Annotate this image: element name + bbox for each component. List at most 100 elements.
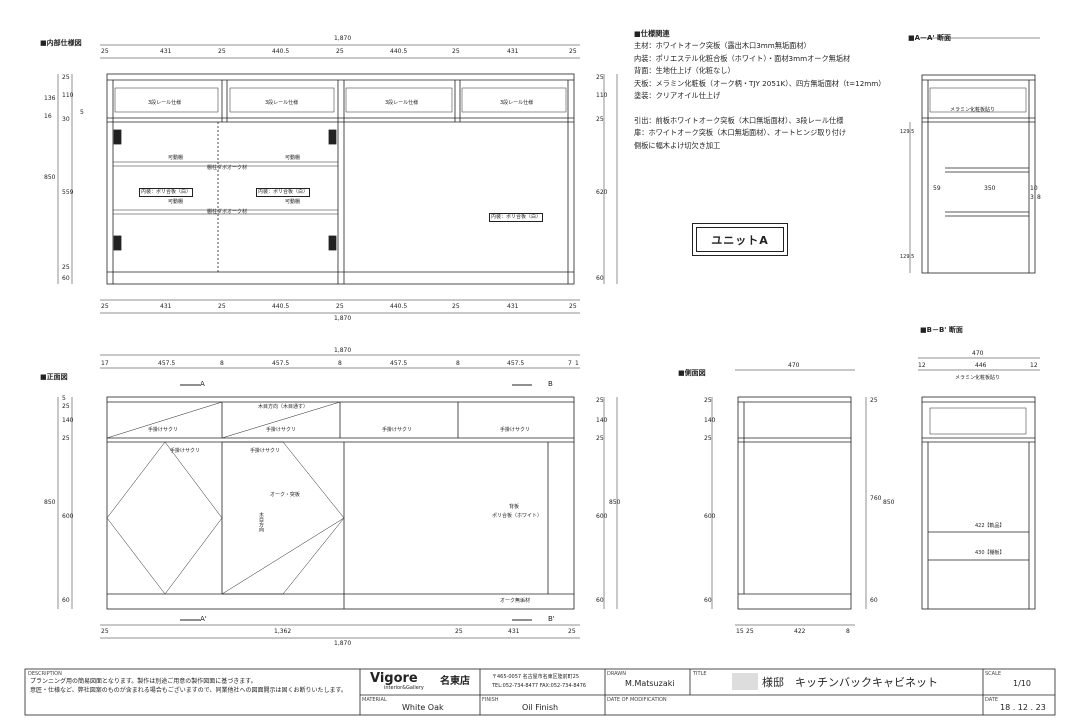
- drawer-label: 3段レール仕様: [265, 100, 299, 106]
- interior-dim: 25: [452, 303, 460, 310]
- front-right-dim: 140: [596, 417, 608, 424]
- front-bottom-dim: 25: [455, 628, 463, 635]
- interior-dim: 440.5: [272, 303, 290, 310]
- section-aa-label: メラミン化粧板貼り: [950, 107, 996, 113]
- interior-left-dim: 60: [62, 275, 70, 282]
- front-bottom-dim: 25: [101, 628, 109, 635]
- side-left-dim: 60: [704, 597, 712, 604]
- shelf-label: 可動棚: [285, 199, 301, 205]
- front-dim: 8: [220, 360, 224, 367]
- interior-right-dim: 620: [596, 189, 608, 196]
- section-aa-outline: [921, 74, 1036, 274]
- interior-left-dim: 16: [44, 113, 52, 120]
- back-label: 背板: [509, 504, 520, 510]
- interior-left-dim: 25: [62, 74, 70, 81]
- front-dim: 8: [456, 360, 460, 367]
- front-bottom-dim: 431: [508, 628, 520, 635]
- interior-right-dim: 60: [596, 275, 604, 282]
- side-left-dim: 25: [704, 397, 712, 404]
- section-bb-label: メラミン化粧板貼り: [955, 375, 1001, 381]
- interior-right-dim: 110: [596, 92, 608, 99]
- drawer-label: 3段レール仕様: [148, 100, 182, 106]
- interior-right-dim: 25: [596, 74, 604, 81]
- handle-label: 手掛けサクリ: [170, 448, 201, 454]
- front-total-width: 1,870: [334, 347, 352, 354]
- spec-line: 扉：ホワイトオーク突板（木口無垢面材）、オートヒンジ取り付け: [634, 128, 847, 138]
- side-right-dim: 25: [870, 397, 878, 404]
- side-right-dim: 760: [870, 495, 882, 502]
- front-bottom-dim: 25: [568, 628, 576, 635]
- front-left-dim: 5: [62, 395, 66, 402]
- section-bb-d1: 422【軌品】: [975, 523, 1005, 529]
- spec-line: 塗装：クリアオイル仕上げ: [634, 91, 721, 101]
- spec-line: 天板：メラミン化粧板（オーク柄・TJY 2051K）、四方無垢面材（t=12mm…: [634, 78, 886, 88]
- interior-left-dim: 110: [62, 92, 74, 99]
- store-name: 名東店: [440, 676, 470, 687]
- view-heading-interior: ■内部仕様図: [40, 39, 82, 47]
- section-marker-b: B: [548, 380, 553, 388]
- shelf-label: 可動棚: [168, 155, 184, 161]
- drawer-label: 3段レール仕様: [385, 100, 419, 106]
- date-value: 18 . 12 . 23: [1000, 703, 1046, 712]
- side-depth: 470: [788, 362, 800, 369]
- interior-dim: 25: [101, 48, 109, 55]
- section-aa-dim: 3: [1030, 194, 1034, 201]
- section-bb-dim: 12: [918, 362, 926, 369]
- interior-left-dim: 136: [44, 95, 56, 102]
- side-left-dim: 25: [704, 435, 712, 442]
- section-marker-b2: B': [548, 615, 555, 623]
- side-left-dim: 140: [704, 417, 716, 424]
- shelf-label: 可動棚: [168, 199, 184, 205]
- rail-label: 棚柱ダボオーク材: [207, 209, 248, 215]
- drawn-value: M.Matsuzaki: [625, 679, 675, 688]
- interior-dim: 431: [507, 303, 519, 310]
- handle-label: 手掛けサクリ: [500, 427, 531, 433]
- front-dim: 457.5: [272, 360, 290, 367]
- rail-label: 棚柱ダボオーク材: [207, 165, 248, 171]
- material-value: White Oak: [402, 703, 444, 712]
- section-aa-dim: 350: [984, 185, 996, 192]
- handle-label: 手掛けサクリ: [382, 427, 413, 433]
- side-bottom-dim: 422: [794, 628, 806, 635]
- spec-line: 側板に幅木よけ切欠き加工: [634, 140, 721, 150]
- interior-dim: 25: [218, 303, 226, 310]
- spec-line: 引出：前板ホワイトオーク突板（木口無垢面材）、3段レール仕様: [634, 115, 844, 125]
- front-right-dim: 60: [596, 597, 604, 604]
- section-aa-dim: 59: [933, 185, 941, 192]
- interior-dim: 440.5: [390, 303, 408, 310]
- interior-total-width-bottom: 1,870: [334, 315, 352, 322]
- front-dim: 457.5: [390, 360, 408, 367]
- scale-label: SCALE: [985, 671, 1002, 677]
- side-bottom-dim: 25: [746, 628, 754, 635]
- side-right-dim: 850: [883, 499, 895, 506]
- handle-label: 手掛けサクリ: [148, 427, 179, 433]
- interior-dim: 25: [569, 303, 577, 310]
- desc-label: DESCRIPTION: [28, 671, 62, 677]
- redacted-name: [732, 673, 758, 690]
- front-dim: 457.5: [158, 360, 176, 367]
- interior-dim: 440.5: [390, 48, 408, 55]
- section-marker-a2: A': [200, 615, 207, 623]
- front-dim: 457.5: [507, 360, 525, 367]
- view-heading-front: ■正面図: [40, 373, 68, 381]
- section-bb-dim: 12: [1030, 362, 1038, 369]
- section-aa-left-dim: 129.5: [900, 129, 915, 135]
- spec-line: 主材：ホワイトオーク突板（露出木口3mm無垢面材）: [634, 41, 811, 51]
- finish-label: FINISH: [482, 697, 499, 703]
- brand-logo: Vigore: [370, 671, 418, 686]
- interior-right-dim: 25: [596, 116, 604, 123]
- title-label: TITLE: [693, 671, 707, 677]
- section-marker-a: A: [200, 380, 205, 388]
- section-aa-left-dim: 129.5: [900, 254, 915, 260]
- side-right-dim: 60: [870, 597, 878, 604]
- brand-sub: interior&Gallery: [384, 685, 424, 691]
- view-heading-side: ■側面図: [678, 369, 706, 377]
- front-left-dim: 25: [62, 403, 70, 410]
- plinth-label: オーク無垢材: [500, 598, 531, 604]
- front-left-dim: 600: [62, 513, 74, 520]
- interior-dim: 431: [160, 303, 172, 310]
- side-outline: [737, 396, 852, 610]
- view-heading-section-bb: ■B－B' 断面: [920, 326, 963, 334]
- front-left-dim: 60: [62, 597, 70, 604]
- side-bottom-dim: 8: [846, 628, 850, 635]
